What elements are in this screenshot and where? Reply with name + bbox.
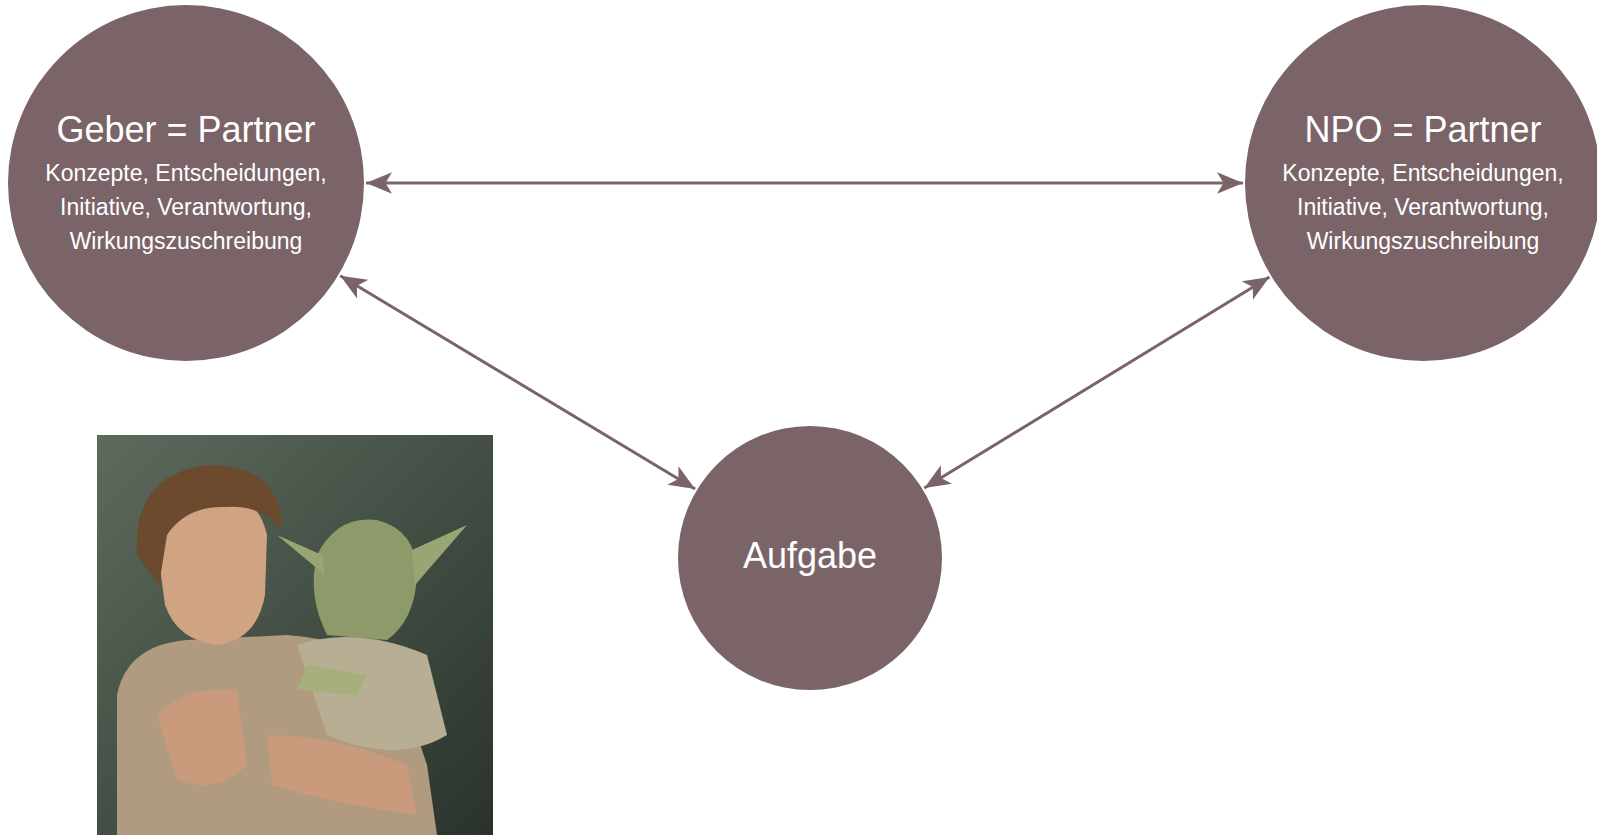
node-body: Konzepte, Entscheidungen, Initiative, Ve… — [36, 156, 336, 258]
node-heading: Geber = Partner — [56, 108, 315, 151]
creature-head — [314, 519, 417, 640]
partner-circle: NPO = PartnerKonzepte, Entscheidungen, I… — [1245, 5, 1597, 361]
double-arrow — [366, 182, 1243, 185]
node-content: Aufgabe — [743, 534, 877, 581]
node-heading: NPO = Partner — [1304, 108, 1541, 151]
double-arrow — [924, 277, 1269, 488]
node-content: NPO = PartnerKonzepte, Entscheidungen, I… — [1273, 108, 1573, 257]
hair — [137, 465, 282, 585]
photo-background — [97, 435, 493, 835]
creature-ear — [412, 525, 467, 585]
circle-fill — [678, 426, 942, 690]
photo-illustration — [97, 435, 493, 835]
partner-circle: Geber = PartnerKonzepte, Entscheidungen,… — [8, 5, 364, 361]
node-body: Konzepte, Entscheidungen, Initiative, Ve… — [1273, 156, 1573, 258]
creature-hand — [297, 665, 367, 695]
creature-robe — [297, 637, 447, 750]
circle-fill — [8, 5, 364, 361]
circle-fill — [1245, 5, 1597, 361]
creature-ear — [277, 535, 325, 575]
node-heading: Aufgabe — [743, 534, 877, 577]
arm — [157, 689, 247, 785]
partner-circle: Aufgabe — [678, 426, 942, 690]
node-content: Geber = PartnerKonzepte, Entscheidungen,… — [36, 108, 336, 257]
